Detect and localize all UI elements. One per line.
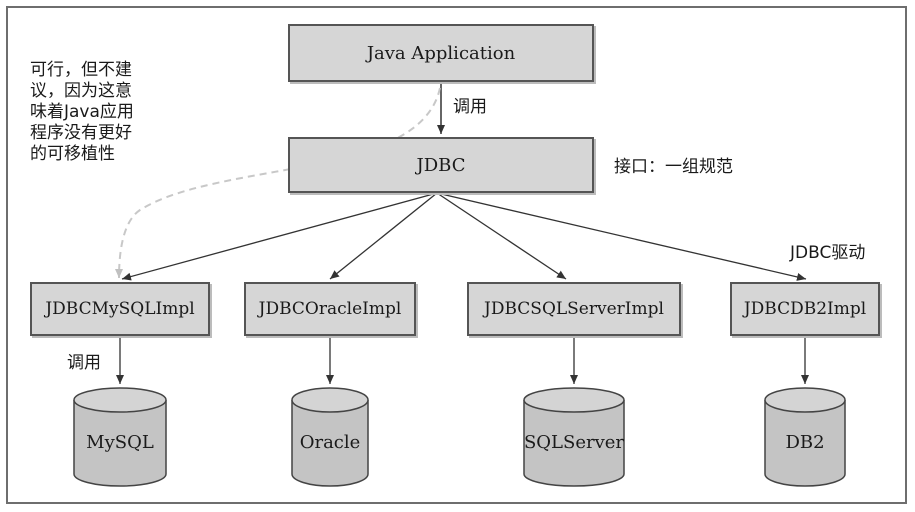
driver-label: JDBC驱动 [790, 243, 866, 263]
db-cylinder-mysql [73, 387, 167, 487]
db-label-mysql: MySQL [86, 432, 154, 453]
arrow-jdbc-to-oracle-impl [329, 192, 438, 280]
impl-box-oracle: JDBCOracleImpl [244, 282, 416, 336]
call-label-bottom: 调用 [67, 353, 101, 373]
call-label-top: 调用 [453, 97, 487, 117]
dashed-direct-call-arrow [115, 87, 441, 279]
impl-box-mysql: JDBCMySQLImpl [30, 282, 210, 336]
db-cylinder-oracle [291, 387, 369, 487]
db-label-db2: DB2 [785, 432, 825, 453]
impl-box-sqlserver: JDBCSQLServerImpl [467, 282, 681, 336]
db-label-sqlserver: SQLServer [523, 432, 625, 453]
db-cylinder-sqlserver [523, 387, 625, 487]
interface-label: 接口：一组规范 [614, 157, 733, 177]
impl-box-db2: JDBCDB2Impl [730, 282, 880, 336]
db-label-oracle: Oracle [299, 432, 361, 453]
jdbc-box: JDBC [288, 137, 594, 193]
db-cylinder-db2 [764, 387, 846, 487]
arrow-jdbc-to-db2-impl [436, 192, 807, 281]
java-application-box: Java Application [288, 24, 594, 82]
direct-call-note: 可行，但不建议，因为这意味着Java应用程序没有更好的可移植性 [30, 60, 134, 164]
arrow-jdbc-to-mysql-impl [121, 192, 438, 281]
arrow-jdbc-to-sqlserver-impl [436, 192, 567, 280]
